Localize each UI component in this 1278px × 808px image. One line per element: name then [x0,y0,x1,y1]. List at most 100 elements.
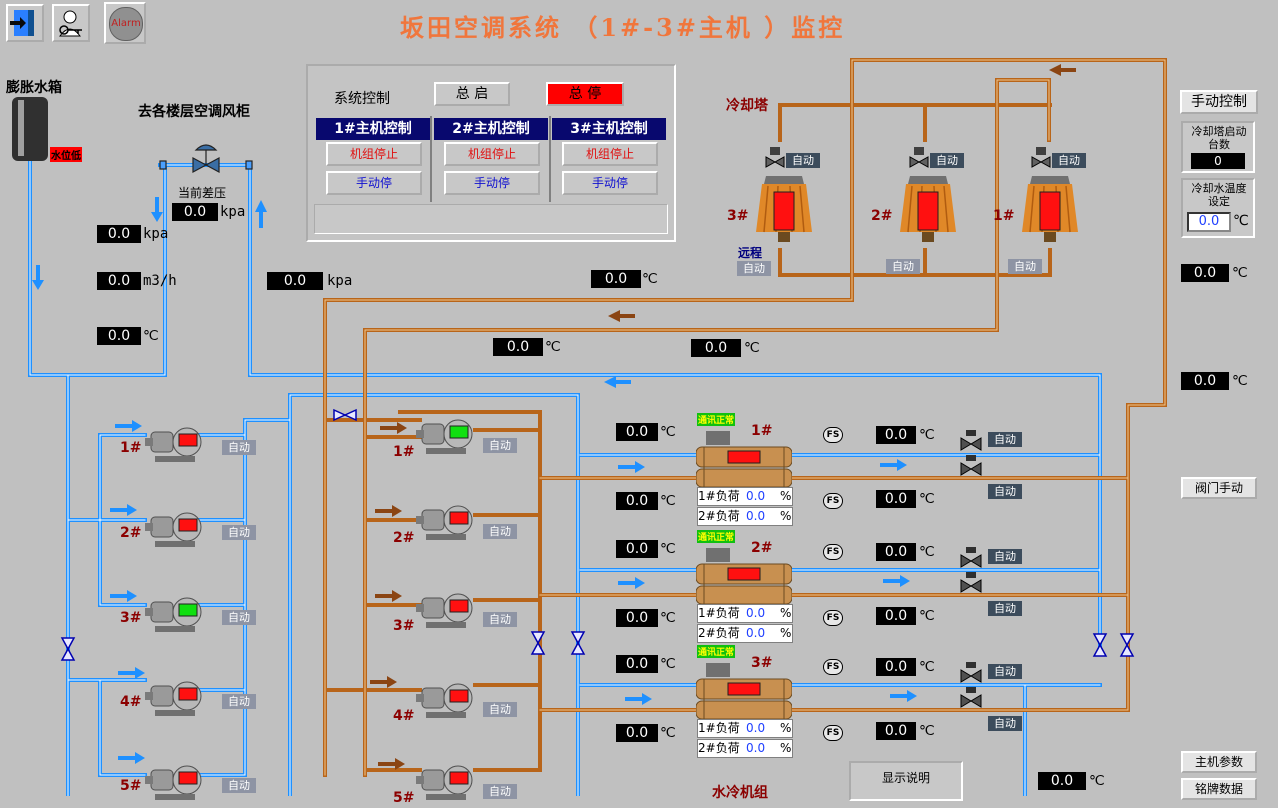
load2-label: 2#负荷 [698,509,740,523]
chiller-1-cond-in-temp: 0.0 [616,492,658,510]
machine3-mode-button[interactable]: 手动停 [562,171,658,195]
machine3-control-header: 3#主机控制 [552,118,666,140]
valve-manual-button[interactable]: 阀门手动 [1181,477,1257,499]
load1-value: 0.0 [746,721,766,735]
chiller-2[interactable] [695,546,793,608]
stop-all-button[interactable]: 总 停 [546,82,624,106]
chilled-pump-1-auto-status: 自动 [222,440,256,455]
start-all-button[interactable]: 总 启 [434,82,510,106]
host-params-button[interactable]: 主机参数 [1181,751,1257,773]
chilled-pump-4-auto-status: 自动 [222,694,256,709]
cooling-header-temp-value: 0.0 [691,339,741,357]
chilled-pump-3[interactable] [145,594,203,636]
tower-valve-icon [1030,145,1052,169]
chiller-3-cond-valve-auto: 自动 [988,716,1022,731]
exit-button[interactable] [6,4,44,42]
chiller-3-evap-flow-switch-icon: FS [823,659,843,675]
supply-pressure-value: 0.0 [97,225,141,243]
system-control-label: 系统控制 [334,91,390,107]
cooling-header-temp-unit: ℃ [744,340,760,356]
chiller-3-evap-valve-auto: 自动 [988,664,1022,679]
cooling-pump-1[interactable] [416,416,474,458]
chilled-pump-1[interactable] [145,424,203,466]
cooling-return-temp-unit: ℃ [642,271,658,287]
tower-count-box: 冷却塔启动台数 0 [1181,121,1255,173]
chilled-pump-2[interactable] [145,509,203,551]
cooling-pump-5-auto-status: 自动 [483,784,517,799]
tower-valve-icon [764,145,786,169]
user-key-icon [59,10,82,37]
return-main-temp-unit: ℃ [1089,773,1105,789]
chilled-pump-5[interactable] [145,762,203,804]
chiller-2-evap-flow-switch-icon: FS [823,544,843,560]
cooling-pump-5[interactable] [416,762,474,804]
outdoor-temp-value: 0.0 [1181,264,1229,282]
pump-icon [416,505,473,540]
chiller-2-comm-status: 通讯正常 [697,530,736,543]
chiller-3-evap-valve-icon[interactable] [958,660,984,686]
cooling-pump-2[interactable] [416,502,474,544]
chiller-3-evap-out-temp: 0.0 [876,658,916,676]
chiller-3[interactable] [695,661,793,723]
chiller-2-cond-valve-icon[interactable] [958,570,984,596]
tower-valve-icon [908,145,930,169]
tower-2-auto-status: 自动 [886,259,920,274]
expansion-tank [12,97,48,161]
chiller-1-evap-valve-icon[interactable] [958,428,984,454]
machine2-status-button[interactable]: 机组停止 [444,142,540,166]
machine3-status-button[interactable]: 机组停止 [562,142,658,166]
chiller-1-evap-in-temp: 0.0 [616,423,658,441]
load1-label: 1#负荷 [698,489,740,503]
alarm-button[interactable]: Alarm [104,2,146,44]
chiller-1[interactable] [695,429,793,491]
temp-setpoint-input[interactable]: 0.0 [1187,212,1231,232]
chilled-pump-5-number: 5# [120,778,142,794]
return-pressure-value: 0.0 [267,272,323,290]
tower-valve-auto-status: 自动 [786,153,820,168]
chiller-2-evap-in-temp: 0.0 [616,540,658,558]
alarm-icon: Alarm [109,7,143,41]
chiller-2-cond-in-temp: 0.0 [616,609,658,627]
chiller-group-label: 水冷机组 [712,785,768,801]
load2-unit: % [780,509,792,523]
chiller-1-cond-valve-icon[interactable] [958,453,984,479]
cooling-tower-1[interactable] [1018,172,1082,244]
cooling-pump-4[interactable] [416,680,474,722]
cooling-tower-icon [900,176,956,242]
chiller-2-cond-out-unit: ℃ [919,608,935,624]
cooling-return-temp-value: 0.0 [591,270,641,288]
cooling-water-temp-unit: ℃ [1232,373,1248,389]
cooling-tower-3[interactable] [752,172,816,244]
load1-unit: % [780,721,792,735]
load1-unit: % [780,606,792,620]
cooling-pump-3[interactable] [416,590,474,632]
cooling-pump-4-number: 4# [393,708,415,724]
tower-count-value: 0 [1191,153,1245,169]
tower-count-label: 冷却塔启动台数 [1191,125,1247,151]
display-help-button[interactable]: 显示说明 [849,761,963,801]
temp-setpoint-label: 冷却水温度设定 [1191,182,1247,208]
cooling-pump-1-auto-status: 自动 [483,438,517,453]
exit-icon [10,10,34,36]
chiller-1-comm-status: 通讯正常 [697,413,736,426]
chilled-pump-3-number: 3# [120,610,142,626]
chiller-2-evap-valve-auto: 自动 [988,549,1022,564]
tower-valve-auto-status: 自动 [1052,153,1086,168]
cooling-supply-temp-unit: ℃ [545,339,561,355]
expansion-tank-label: 膨胀水箱 [6,80,62,96]
chiller-3-cond-valve-icon[interactable] [958,685,984,711]
chiller-icon [695,431,793,488]
pump-icon [145,765,202,800]
nameplate-button[interactable]: 铭牌数据 [1181,778,1257,800]
chiller-1-evap-valve-auto: 自动 [988,432,1022,447]
cooling-tower-2[interactable] [896,172,960,244]
user-login-button[interactable] [52,4,90,42]
chilled-pump-4[interactable] [145,678,203,720]
machine1-mode-button[interactable]: 手动停 [326,171,422,195]
cooling-tower-3-number: 3# [727,208,749,224]
chiller-2-evap-valve-icon[interactable] [958,545,984,571]
machine1-status-button[interactable]: 机组停止 [326,142,422,166]
manual-control-button[interactable]: 手动控制 [1180,90,1258,114]
machine2-mode-button[interactable]: 手动停 [444,171,540,195]
